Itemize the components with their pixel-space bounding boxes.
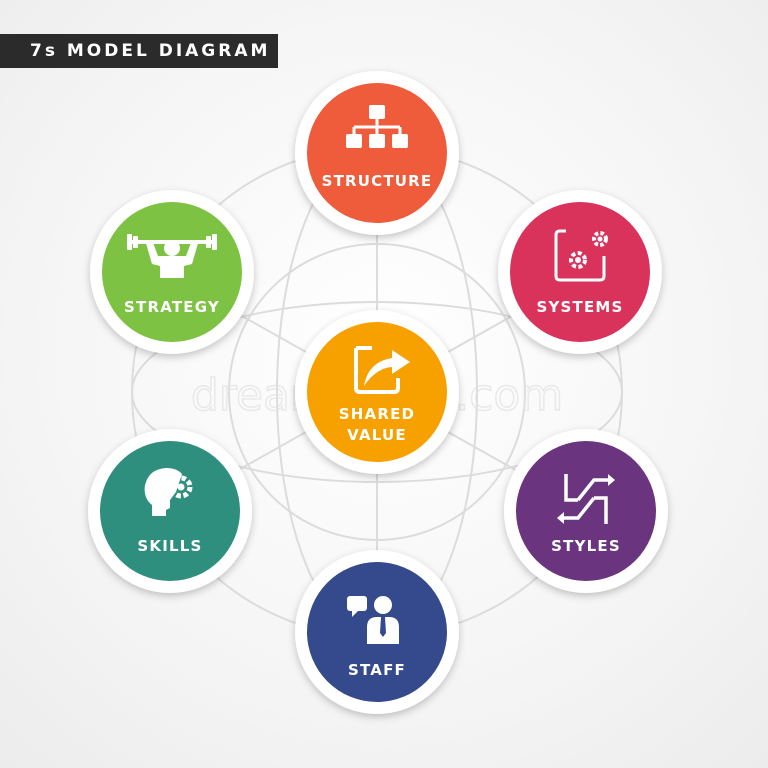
head-gear-icon	[144, 468, 193, 516]
node-styles[interactable]: STYLES	[504, 429, 668, 593]
node-circle	[307, 83, 447, 223]
node-label: STRUCTURE	[322, 172, 433, 190]
share-arrow-icon	[354, 346, 410, 394]
node-circle	[510, 202, 650, 342]
node-staff[interactable]: STAFF	[295, 550, 459, 714]
node-structure[interactable]: STRUCTURE	[295, 71, 459, 235]
staff-person-icon	[347, 596, 399, 644]
node-label: SKILLS	[137, 537, 202, 555]
node-shared-value[interactable]: SHARED VALUE	[295, 310, 459, 474]
node-systems[interactable]: SYSTEMS	[498, 190, 662, 354]
node-circle	[516, 441, 656, 581]
gear-app-icon	[554, 229, 608, 282]
exchange-arrows-icon	[557, 474, 615, 524]
weightlifter-icon	[127, 234, 217, 278]
node-label: STAFF	[348, 661, 406, 679]
diagram-title: 7s MODEL DIAGRAM	[0, 34, 278, 68]
node-label-line1: SHARED	[339, 405, 415, 423]
node-label: STYLES	[551, 537, 621, 555]
org-chart-icon	[346, 105, 408, 148]
node-label: SYSTEMS	[536, 298, 623, 316]
node-strategy[interactable]: STRATEGY	[90, 190, 254, 354]
node-circle	[100, 441, 240, 581]
node-label: STRATEGY	[124, 298, 220, 316]
node-label-line2: VALUE	[347, 426, 407, 444]
node-skills[interactable]: SKILLS	[88, 429, 252, 593]
